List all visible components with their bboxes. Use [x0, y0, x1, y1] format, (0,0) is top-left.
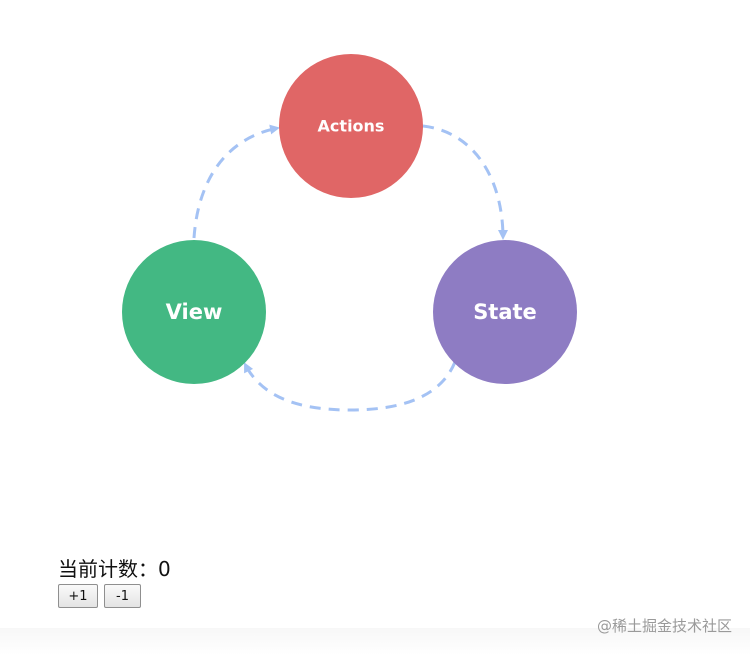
flow-diagram: Actions State View	[122, 54, 577, 412]
increment-button[interactable]: +1	[58, 584, 98, 608]
counter-panel: 当前计数：0 +1 -1	[58, 556, 171, 608]
node-view-label: View	[166, 300, 223, 324]
node-actions: Actions	[279, 54, 423, 198]
arrow-state-to-view	[243, 361, 457, 412]
node-actions-label: Actions	[318, 117, 385, 136]
node-state-label: State	[473, 300, 537, 324]
count-display: 当前计数：0	[58, 556, 171, 582]
node-view: View	[122, 240, 266, 384]
footer-band	[0, 628, 750, 655]
count-label: 当前计数：	[58, 557, 158, 581]
decrement-button[interactable]: -1	[104, 584, 141, 608]
node-state: State	[433, 240, 577, 384]
arrow-actions-to-state	[422, 124, 508, 240]
count-value: 0	[158, 557, 171, 581]
arrow-view-to-actions	[192, 124, 280, 239]
watermark: @稀土掘金技术社区	[596, 617, 732, 635]
counter-buttons: +1 -1	[58, 584, 171, 608]
